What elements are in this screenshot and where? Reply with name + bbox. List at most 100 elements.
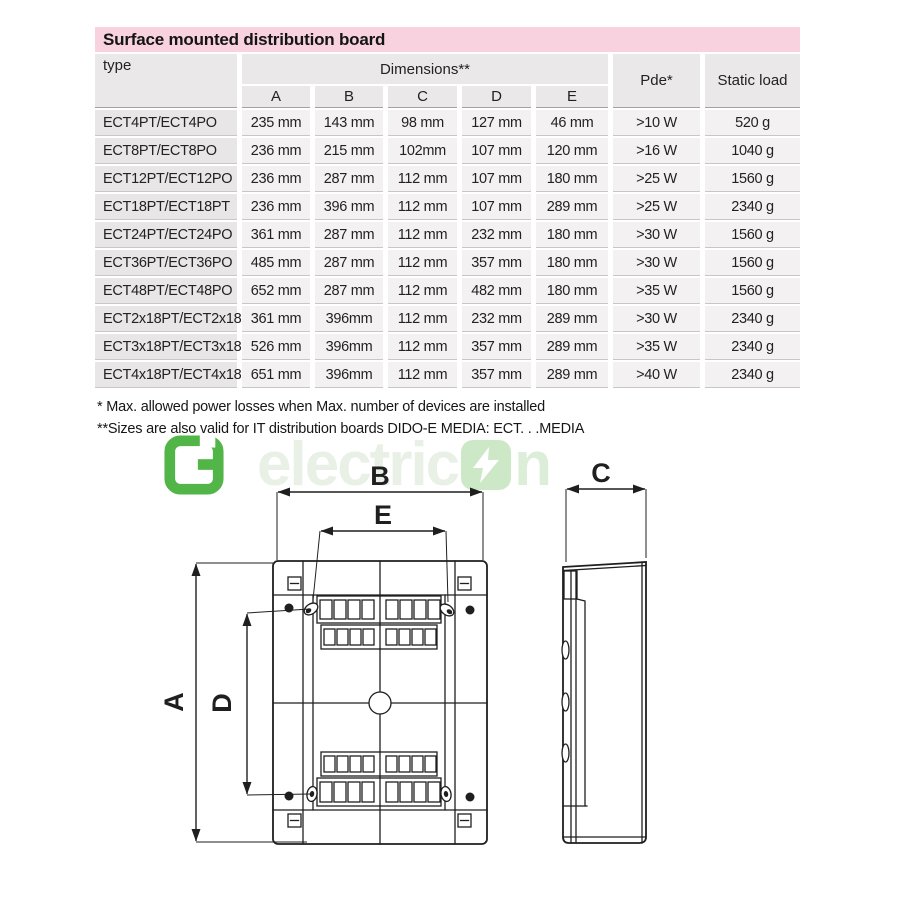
row-type: ECT4PT/ECT4PO	[95, 110, 237, 136]
row-dim-d: 357 mm	[462, 334, 531, 360]
table-row: ECT3x18PT/ECT3x18PO 526 mm 396mm 112 mm …	[95, 334, 800, 360]
table-row: ECT2x18PT/ECT2x18PO 361 mm 396mm 112 mm …	[95, 306, 800, 332]
row-dim-e: 289 mm	[536, 362, 608, 388]
table-row: ECT8PT/ECT8PO 236 mm 215 mm 102mm 107 mm…	[95, 138, 800, 164]
row-dim-b: 215 mm	[315, 138, 383, 164]
row-pde: >16 W	[613, 138, 700, 164]
table-row: ECT24PT/ECT24PO 361 mm 287 mm 112 mm 232…	[95, 222, 800, 248]
col-header-dimensions: Dimensions**	[242, 54, 608, 84]
footnote-sizes: **Sizes are also valid for IT distributi…	[97, 421, 585, 437]
row-dim-c: 102mm	[388, 138, 457, 164]
table-row: ECT48PT/ECT48PO 652 mm 287 mm 112 mm 482…	[95, 278, 800, 304]
row-pde: >30 W	[613, 306, 700, 332]
row-dim-d: 357 mm	[462, 250, 531, 276]
hinge-icon	[561, 640, 570, 763]
dim-c-arrow	[565, 484, 647, 562]
row-dim-b: 287 mm	[315, 166, 383, 192]
row-type: ECT8PT/ECT8PO	[95, 138, 237, 164]
row-dim-e: 289 mm	[536, 306, 608, 332]
row-pde: >10 W	[613, 110, 700, 136]
table-row: ECT18PT/ECT18PT 236 mm 396 mm 112 mm 107…	[95, 194, 800, 220]
dimension-diagram: B E C A D	[159, 458, 647, 845]
row-dim-a: 651 mm	[242, 362, 310, 388]
row-dim-a: 526 mm	[242, 334, 310, 360]
row-static-load: 1560 g	[705, 278, 800, 304]
row-dim-a: 236 mm	[242, 138, 310, 164]
row-dim-d: 482 mm	[462, 278, 531, 304]
row-dim-b: 396 mm	[315, 194, 383, 220]
table-row: ECT36PT/ECT36PO 485 mm 287 mm 112 mm 357…	[95, 250, 800, 276]
row-static-load: 2340 g	[705, 362, 800, 388]
row-pde: >30 W	[613, 250, 700, 276]
table-header: type Dimensions** A B C D E Pde* Static …	[95, 54, 800, 108]
col-header-c: C	[388, 86, 457, 108]
electricon-logo	[164, 434, 224, 495]
dim-label-a: A	[159, 692, 189, 712]
row-type: ECT18PT/ECT18PT	[95, 194, 237, 220]
row-static-load: 1560 g	[705, 222, 800, 248]
row-dim-e: 289 mm	[536, 334, 608, 360]
row-dim-e: 46 mm	[536, 110, 608, 136]
lightning-bolt-icon	[461, 440, 512, 490]
watermark-text: electric n	[257, 430, 552, 499]
row-static-load: 2340 g	[705, 334, 800, 360]
row-dim-c: 112 mm	[388, 194, 457, 220]
row-dim-c: 112 mm	[388, 306, 457, 332]
row-type: ECT24PT/ECT24PO	[95, 222, 237, 248]
col-header-type: type	[95, 54, 237, 108]
dim-e-arrow	[312, 526, 449, 603]
row-dim-b: 396mm	[315, 334, 383, 360]
row-pde: >25 W	[613, 194, 700, 220]
table-row: ECT12PT/ECT12PO 236 mm 287 mm 112 mm 107…	[95, 166, 800, 192]
watermark-text-prefix: electric	[257, 430, 460, 499]
row-dim-e: 180 mm	[536, 278, 608, 304]
mounting-slot-icon	[303, 602, 455, 803]
table-row: ECT4PT/ECT4PO 235 mm 143 mm 98 mm 127 mm…	[95, 110, 800, 136]
col-header-e: E	[536, 86, 608, 108]
row-dim-b: 287 mm	[315, 222, 383, 248]
dim-a-arrow	[191, 562, 307, 843]
row-pde: >35 W	[613, 278, 700, 304]
dim-d-arrow	[242, 608, 312, 796]
row-dim-b: 287 mm	[315, 250, 383, 276]
row-dim-d: 232 mm	[462, 222, 531, 248]
table-row: ECT4x18PT/ECT4x18PO 651 mm 396mm 112 mm …	[95, 362, 800, 388]
terminal-strip-top	[316, 595, 442, 650]
dim-label-e: E	[374, 500, 392, 530]
row-dim-a: 235 mm	[242, 110, 310, 136]
row-static-load: 2340 g	[705, 194, 800, 220]
row-dim-a: 361 mm	[242, 222, 310, 248]
row-dim-b: 396mm	[315, 362, 383, 388]
row-dim-a: 236 mm	[242, 166, 310, 192]
col-header-b: B	[315, 86, 383, 108]
footnotes: * Max. allowed power losses when Max. nu…	[97, 396, 584, 440]
row-type: ECT3x18PT/ECT3x18PO	[95, 334, 262, 360]
row-pde: >35 W	[613, 334, 700, 360]
row-static-load: 1040 g	[705, 138, 800, 164]
row-type: ECT48PT/ECT48PO	[95, 278, 237, 304]
row-dim-e: 180 mm	[536, 166, 608, 192]
row-dim-e: 180 mm	[536, 250, 608, 276]
row-dim-d: 107 mm	[462, 138, 531, 164]
row-dim-e: 120 mm	[536, 138, 608, 164]
row-type: ECT36PT/ECT36PO	[95, 250, 237, 276]
col-header-d: D	[462, 86, 531, 108]
row-static-load: 1560 g	[705, 250, 800, 276]
dim-label-c: C	[591, 458, 611, 488]
row-pde: >40 W	[613, 362, 700, 388]
row-dim-a: 236 mm	[242, 194, 310, 220]
row-dim-c: 112 mm	[388, 334, 457, 360]
row-type: ECT4x18PT/ECT4x18PO	[95, 362, 262, 388]
spec-table: Surface mounted distribution board type …	[95, 27, 800, 388]
row-dim-e: 180 mm	[536, 222, 608, 248]
row-dim-e: 289 mm	[536, 194, 608, 220]
dim-b-arrow	[276, 487, 484, 560]
col-header-a: A	[242, 86, 310, 108]
center-knockout	[368, 691, 392, 715]
row-dim-c: 112 mm	[388, 278, 457, 304]
row-dim-d: 357 mm	[462, 362, 531, 388]
row-dim-d: 107 mm	[462, 194, 531, 220]
col-header-pde: Pde*	[613, 54, 700, 108]
front-view	[272, 560, 488, 845]
